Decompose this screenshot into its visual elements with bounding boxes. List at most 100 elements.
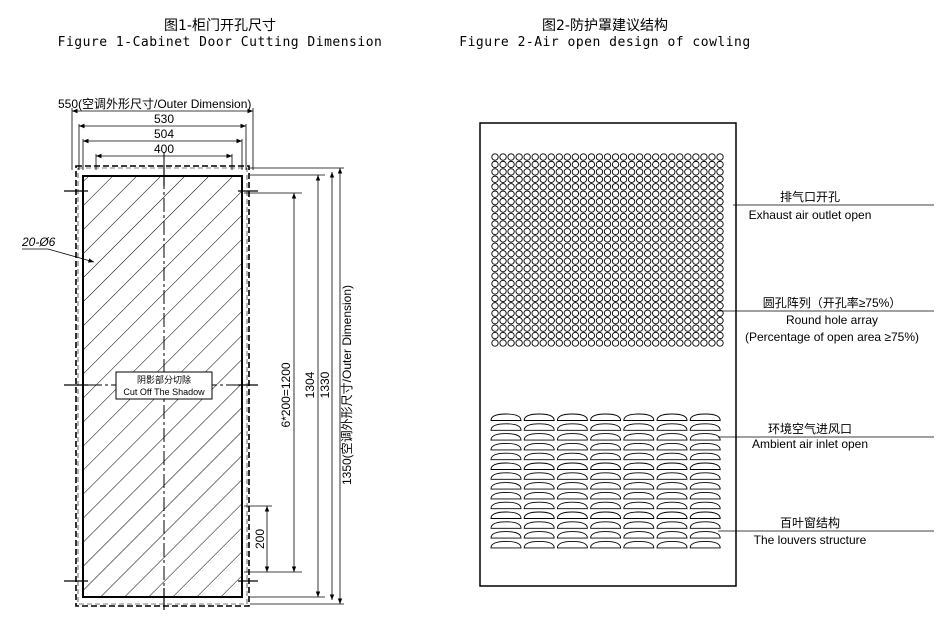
round-hole [555,153,563,161]
round-hole [515,264,523,273]
round-hole [603,339,612,347]
round-hole [515,324,523,332]
round-hole [587,339,596,347]
round-hole [660,160,668,169]
round-hole [644,175,652,183]
round-hole [676,279,684,288]
callout-louver-en: The louvers structure [754,533,867,547]
round-hole [716,227,724,236]
round-hole [587,331,596,340]
louver-slot [556,531,588,539]
round-hole [539,279,547,288]
round-hole [595,287,604,295]
round-hole [716,175,724,183]
round-hole [708,160,716,169]
round-hole [571,339,580,347]
round-hole [611,331,620,340]
round-hole [571,190,580,198]
round-hole [555,190,563,198]
louver-slot [523,540,555,549]
round-hole [676,287,684,295]
round-hole [684,205,692,213]
round-hole [515,309,523,317]
round-hole [531,287,539,295]
round-hole [716,168,724,176]
round-hole [563,205,571,213]
round-hole [684,250,692,258]
round-hole [652,160,660,169]
louver-slot [656,482,688,490]
round-hole [555,294,563,303]
round-hole [523,287,531,295]
louver-slot [490,482,522,490]
round-hole [692,220,700,228]
round-hole [563,250,571,258]
round-hole [676,153,684,161]
round-hole [635,190,644,198]
round-hole [635,227,644,236]
round-hole [708,279,716,288]
round-hole [660,287,668,295]
louver-slot [689,423,721,431]
louver-slot [656,452,688,461]
round-hole [491,309,499,317]
round-hole [555,197,563,206]
round-hole [491,279,499,288]
round-hole [652,250,660,258]
round-hole [539,287,547,295]
louver-slot [490,511,522,519]
round-hole [579,287,588,295]
round-hole [531,190,539,198]
figure1-title: 图1-柜门开孔尺寸 Figure 1-Cabinet Door Cutting … [20,17,420,51]
round-hole [547,294,555,303]
round-hole [635,212,644,221]
round-hole [700,309,708,317]
round-hole [523,257,531,265]
louver-slot [523,491,555,500]
round-hole [579,227,588,236]
round-hole [700,235,708,243]
round-hole [563,331,571,340]
round-hole [611,220,620,228]
round-hole [652,190,660,198]
round-hole [708,183,716,191]
round-hole [611,212,620,221]
round-hole [652,205,660,213]
round-hole [635,324,644,332]
round-hole [652,212,660,221]
round-hole [555,331,563,340]
round-hole [571,212,580,221]
round-hole [692,257,700,265]
round-hole [700,331,708,340]
round-hole [531,331,539,340]
round-hole [523,339,531,347]
round-hole [716,242,724,250]
round-hole [668,317,676,325]
round-hole [708,235,716,243]
round-hole [539,175,547,183]
round-hole [708,168,716,176]
round-hole [635,339,644,347]
round-hole [668,227,676,236]
round-hole [611,183,620,191]
round-hole [692,317,700,325]
round-hole [579,272,588,280]
round-hole [531,175,539,183]
round-hole [563,309,571,317]
round-hole [708,324,716,332]
figure1-title-en: Figure 1-Cabinet Door Cutting Dimension [57,35,383,50]
round-hole [684,331,692,340]
shadow-label-box [115,371,213,400]
round-hole [507,257,515,265]
louver-slot [490,472,522,480]
round-hole [627,317,636,325]
round-hole [652,287,660,295]
round-hole [571,279,580,288]
louver-slot [656,413,688,421]
round-hole [547,197,555,206]
round-hole [692,212,700,221]
round-hole [523,227,531,236]
round-hole [555,317,563,325]
round-hole [619,339,628,347]
round-hole [692,160,700,169]
